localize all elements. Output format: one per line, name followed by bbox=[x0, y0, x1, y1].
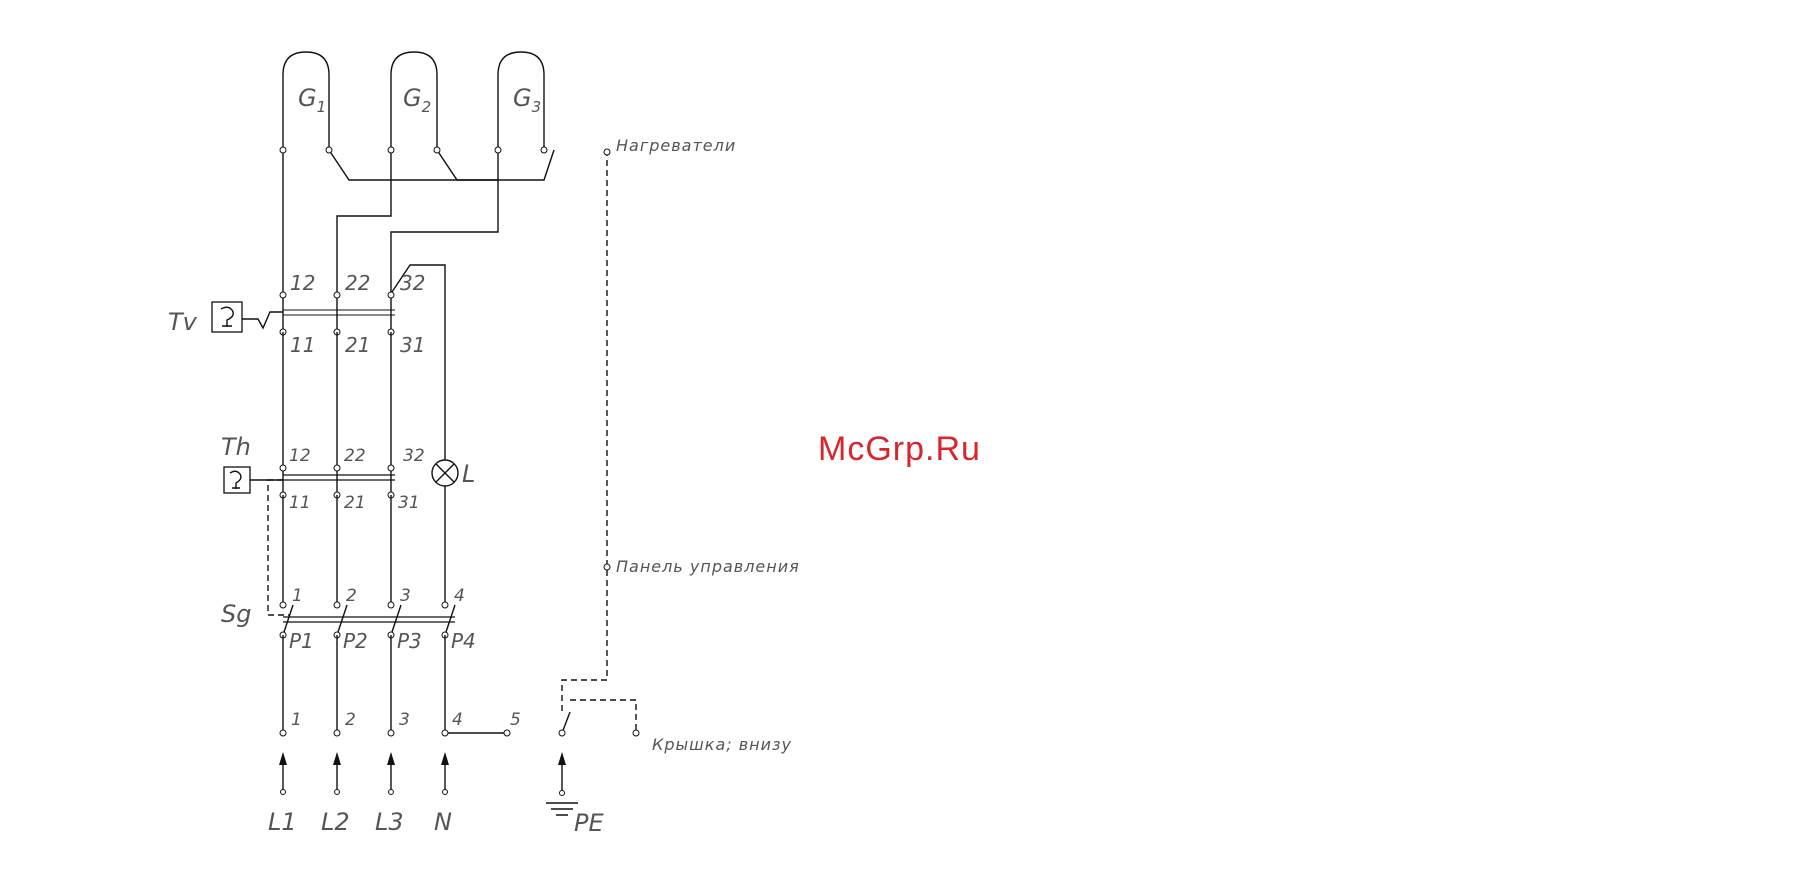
thermostat-th-label: Th bbox=[221, 433, 251, 461]
sg-terminal-3 bbox=[388, 602, 394, 608]
supply-l3-arrow-icon bbox=[387, 752, 395, 765]
heaters-earth-terminal bbox=[604, 149, 610, 155]
tv-terminal-32 bbox=[388, 292, 394, 298]
tv-top-label-1: 12 bbox=[290, 271, 315, 295]
heater-g2-terminal-b bbox=[434, 147, 440, 153]
supply-n-terminal bbox=[443, 790, 448, 795]
tv-terminal-22 bbox=[334, 292, 340, 298]
supply-l2-terminal bbox=[335, 790, 340, 795]
heater-star-bridge-b bbox=[437, 150, 554, 180]
th-top-label-3: 32 bbox=[403, 446, 425, 466]
sg-bottom-label-3: P3 bbox=[397, 629, 422, 653]
block-terminal-4 bbox=[442, 730, 448, 736]
th-bottom-label-1: 11 bbox=[289, 493, 311, 513]
block-label-3: 3 bbox=[399, 710, 410, 730]
supply-l1-label: L1 bbox=[268, 808, 297, 836]
heater-star-bridge-a bbox=[329, 150, 498, 180]
sg-terminal-2 bbox=[334, 602, 340, 608]
supply-l2-label: L2 bbox=[321, 808, 350, 836]
lamp-feed-wire bbox=[390, 265, 445, 470]
earth-circuit bbox=[546, 149, 639, 815]
supply-inputs bbox=[279, 752, 449, 795]
supply-l1-terminal bbox=[281, 790, 286, 795]
supply-pe-terminal bbox=[560, 791, 565, 796]
tv-bottom-label-2: 21 bbox=[345, 333, 370, 357]
heater-g1-label: G1 bbox=[298, 84, 326, 116]
tv-sensor-box bbox=[212, 302, 242, 332]
note-control-panel: Панель управления bbox=[616, 557, 800, 576]
heater-g2-terminal-a bbox=[388, 147, 394, 153]
tv-bottom-label-1: 11 bbox=[290, 333, 315, 357]
lamp-label: L bbox=[462, 460, 475, 488]
th-bottom-label-3: 31 bbox=[398, 493, 420, 513]
tv-top-label-3: 32 bbox=[400, 271, 425, 295]
block-terminal-2 bbox=[334, 730, 340, 736]
block-label-1: 1 bbox=[291, 710, 302, 730]
note-heaters: Нагреватели bbox=[616, 136, 736, 155]
sg-bottom-label-4: P4 bbox=[451, 629, 476, 653]
th-top-label-1: 12 bbox=[289, 446, 311, 466]
supply-pe-arrow-icon bbox=[558, 752, 566, 765]
thermostat-tv-label: Tv bbox=[168, 308, 198, 336]
tv-actuator-wire bbox=[242, 312, 283, 328]
th-top-label-2: 22 bbox=[344, 446, 366, 466]
sg-bottom-label-1: P1 bbox=[289, 629, 314, 653]
cover-dashed-wire bbox=[570, 700, 636, 733]
supply-n-arrow-icon bbox=[441, 752, 449, 765]
block-label-5: 5 bbox=[510, 710, 521, 730]
watermark: McGrp.Ru bbox=[818, 430, 981, 468]
sg-terminal-4 bbox=[442, 602, 448, 608]
panel-earth-terminal bbox=[604, 564, 610, 570]
supply-l2-arrow-icon bbox=[333, 752, 341, 765]
door-switch-terminal bbox=[559, 730, 565, 736]
supply-l3-terminal bbox=[389, 790, 394, 795]
sg-top-label-1: 1 bbox=[292, 586, 303, 606]
main-switch-sg bbox=[280, 495, 455, 638]
th-terminal-22 bbox=[334, 465, 340, 471]
th-terminal-32 bbox=[388, 465, 394, 471]
sg-bottom-label-2: P2 bbox=[343, 629, 368, 653]
tv-top-label-2: 22 bbox=[345, 271, 370, 295]
block-label-4: 4 bbox=[452, 710, 463, 730]
th-terminal-12 bbox=[280, 465, 286, 471]
heater-g1-terminal-b bbox=[326, 147, 332, 153]
supply-pe-label: PE bbox=[574, 809, 604, 837]
supply-n-label: N bbox=[434, 808, 452, 836]
earth-dashed-wire bbox=[562, 150, 607, 712]
block-label-2: 2 bbox=[345, 710, 356, 730]
block-terminal-5 bbox=[504, 730, 510, 736]
cover-terminal bbox=[633, 730, 639, 736]
heater-g3-terminal-a bbox=[495, 147, 501, 153]
lamp-symbol bbox=[432, 460, 458, 605]
sg-terminal-1 bbox=[280, 602, 286, 608]
th-bottom-label-2: 21 bbox=[344, 493, 366, 513]
tv-bottom-label-3: 31 bbox=[400, 333, 425, 357]
block-terminal-1 bbox=[280, 730, 286, 736]
note-cover: Крышка; внизу bbox=[652, 735, 792, 754]
supply-l1-arrow-icon bbox=[279, 752, 287, 765]
sg-top-label-2: 2 bbox=[346, 586, 357, 606]
heater-g3-terminal-b bbox=[541, 147, 547, 153]
main-switch-sg-label: Sg bbox=[221, 600, 251, 628]
sg-top-label-3: 3 bbox=[400, 586, 411, 606]
block-terminal-3 bbox=[388, 730, 394, 736]
supply-l3-label: L3 bbox=[375, 808, 404, 836]
tv-terminal-12 bbox=[280, 292, 286, 298]
heater-g1-terminal-a bbox=[280, 147, 286, 153]
th-sg-dashed-link bbox=[268, 480, 290, 615]
sg-top-label-4: 4 bbox=[454, 586, 465, 606]
heater-g3-label: G3 bbox=[513, 84, 541, 116]
heater-g2-label: G2 bbox=[403, 84, 431, 116]
